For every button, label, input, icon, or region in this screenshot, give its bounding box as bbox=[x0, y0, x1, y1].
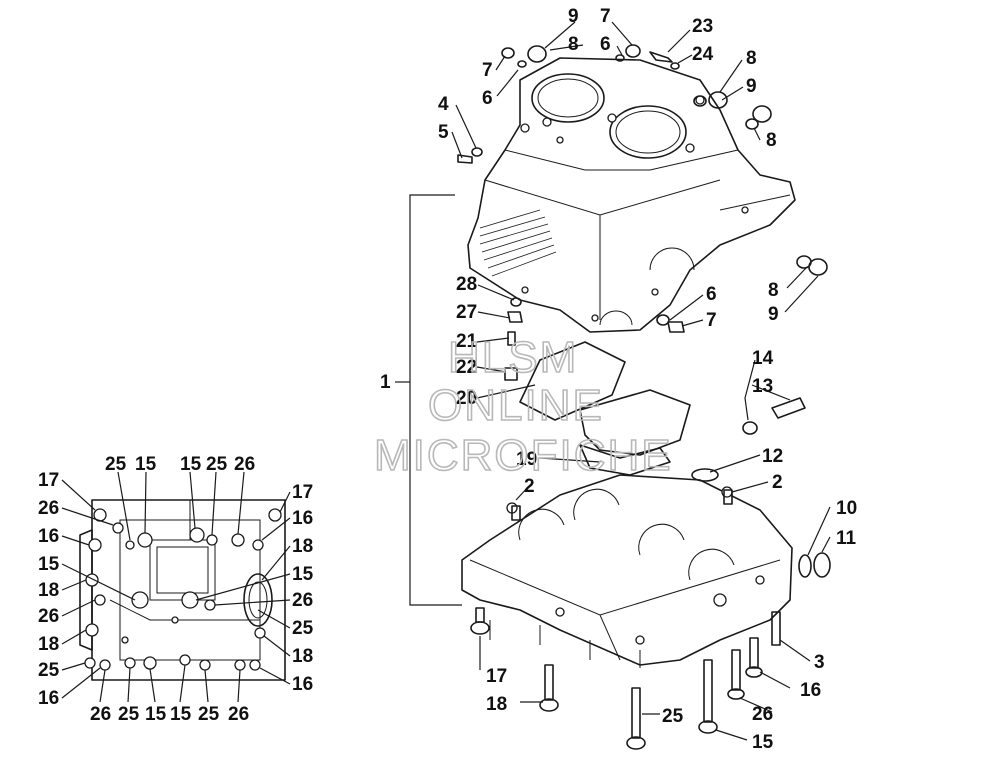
lower-case-bottom-view bbox=[61, 471, 291, 703]
callout-7: 7 bbox=[600, 6, 611, 27]
callout-25: 25 bbox=[38, 660, 60, 681]
callout-9: 9 bbox=[568, 6, 579, 27]
callout-27: 27 bbox=[456, 302, 477, 323]
callout-26: 26 bbox=[90, 704, 111, 725]
callout-7: 7 bbox=[706, 310, 717, 331]
watermark-line-1: HLSM bbox=[448, 333, 578, 382]
upper-crankcase bbox=[467, 57, 796, 333]
callout-15: 15 bbox=[292, 564, 314, 585]
callout-18: 18 bbox=[38, 634, 59, 655]
callout-23: 23 bbox=[692, 16, 713, 37]
watermark: HLSM ONLINE MICROFICHE bbox=[373, 332, 673, 481]
inset-leader-lines bbox=[61, 471, 291, 703]
callout-16: 16 bbox=[800, 680, 821, 701]
callout-26: 26 bbox=[228, 704, 249, 725]
callout-25: 25 bbox=[206, 454, 228, 475]
callout-25: 25 bbox=[198, 704, 220, 725]
callout-15: 15 bbox=[752, 732, 774, 753]
lower-bolts bbox=[470, 489, 831, 750]
callout-17: 17 bbox=[486, 666, 507, 687]
callout-15: 15 bbox=[170, 704, 192, 725]
upper-fasteners bbox=[457, 44, 828, 381]
callout-26: 26 bbox=[292, 590, 313, 611]
callout-8: 8 bbox=[568, 34, 579, 55]
callout-21: 21 bbox=[456, 331, 478, 352]
callout-12: 12 bbox=[762, 446, 783, 467]
callout-11: 11 bbox=[836, 528, 857, 549]
watermark-line-2: ONLINE bbox=[428, 381, 604, 430]
callout-16: 16 bbox=[292, 674, 313, 695]
callout-6: 6 bbox=[482, 88, 493, 109]
callout-7: 7 bbox=[482, 60, 493, 81]
callout-24: 24 bbox=[692, 44, 714, 65]
callout-6: 6 bbox=[600, 34, 611, 55]
callout-18: 18 bbox=[292, 536, 313, 557]
callout-9: 9 bbox=[768, 304, 779, 325]
callout-25: 25 bbox=[118, 704, 140, 725]
callout-5: 5 bbox=[438, 122, 449, 143]
callout-18: 18 bbox=[292, 646, 313, 667]
callout-3: 3 bbox=[814, 652, 825, 673]
callout-15: 15 bbox=[38, 554, 60, 575]
callout-numbers: 9 7 8 6 23 24 7 6 8 9 8 4 5 1 28 27 21 2… bbox=[38, 6, 857, 753]
callout-13: 13 bbox=[752, 376, 773, 397]
callout-26: 26 bbox=[38, 498, 59, 519]
callout-8: 8 bbox=[766, 130, 777, 151]
callout-26: 26 bbox=[234, 454, 255, 475]
lower-crankcase bbox=[461, 474, 793, 668]
callout-20: 20 bbox=[456, 388, 477, 409]
callout-16: 16 bbox=[38, 688, 59, 709]
callout-16: 16 bbox=[38, 526, 59, 547]
callout-15: 15 bbox=[135, 454, 157, 475]
callout-9: 9 bbox=[746, 76, 757, 97]
callout-17: 17 bbox=[292, 482, 313, 503]
callout-22: 22 bbox=[456, 357, 477, 378]
callout-18: 18 bbox=[486, 694, 507, 715]
callout-15: 15 bbox=[145, 704, 167, 725]
callout-10: 10 bbox=[836, 498, 857, 519]
leader-lines bbox=[451, 21, 831, 741]
callout-25: 25 bbox=[105, 454, 127, 475]
callout-17: 17 bbox=[38, 470, 59, 491]
callout-25: 25 bbox=[292, 618, 314, 639]
callout-28: 28 bbox=[456, 274, 477, 295]
callout-25: 25 bbox=[662, 706, 684, 727]
callout-18: 18 bbox=[38, 580, 59, 601]
callout-4: 4 bbox=[438, 94, 449, 115]
callout-14: 14 bbox=[752, 348, 774, 369]
callout-6: 6 bbox=[706, 284, 717, 305]
callout-19: 19 bbox=[516, 449, 537, 470]
cooling-fins bbox=[479, 209, 557, 277]
crankcase-gaskets bbox=[519, 341, 806, 482]
callout-8: 8 bbox=[768, 280, 779, 301]
callout-16: 16 bbox=[292, 508, 313, 529]
callout-8: 8 bbox=[746, 48, 757, 69]
watermark-line-3: MICROFICHE bbox=[374, 431, 673, 480]
callout-2: 2 bbox=[772, 472, 783, 493]
callout-1: 1 bbox=[380, 372, 391, 393]
callout-2: 2 bbox=[524, 476, 535, 497]
callout-26: 26 bbox=[38, 606, 59, 627]
callout-15: 15 bbox=[180, 454, 202, 475]
callout-26: 26 bbox=[752, 704, 773, 725]
assembly-bracket bbox=[409, 194, 462, 606]
